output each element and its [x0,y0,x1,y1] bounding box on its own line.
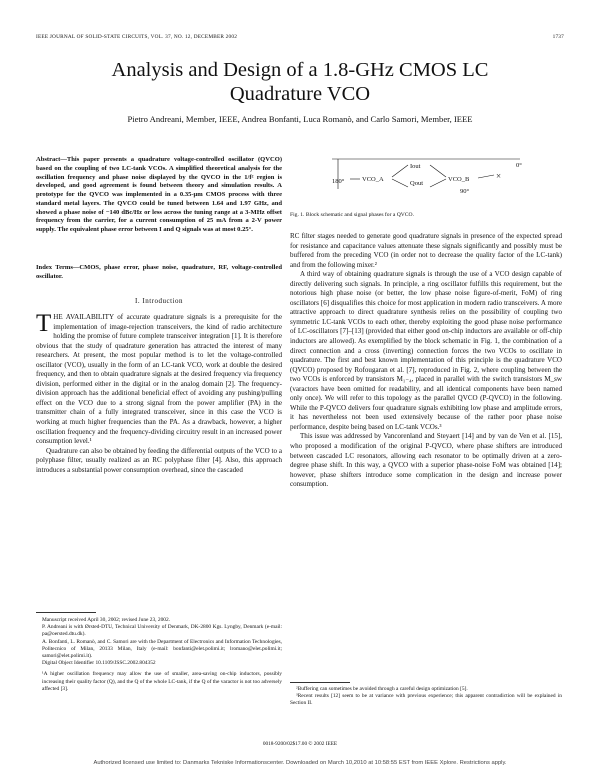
feedback-path [332,158,520,189]
wire-a-top [391,164,409,178]
issn-line: 0018-9200/02$17.00 © 2002 IEEE [262,741,338,747]
label-0deg: 0° [516,162,522,169]
right-footnotes: ²Buffering can sometimes be avoided thro… [290,686,562,708]
label-vco-b: VCO_B [448,176,470,183]
label-iout: Iout [410,163,421,170]
journal-header: IEEE JOURNAL OF SOLID-STATE CIRCUITS, VO… [36,34,238,40]
index-terms: Index Terms—CMOS, phase error, phase noi… [36,264,282,280]
right-paragraph-0: RC filter stages needed to generate good… [290,232,562,269]
footnote-3: ³Recent results [12] seem to be at varia… [290,693,562,707]
doi: Digital Object Identifier 10.1109/JSSC.2… [42,660,156,667]
manuscript-received: Manuscript received April 30, 2002; revi… [42,617,171,623]
author-list: Pietro Andreani, Member, IEEE, Andrea Bo… [127,114,473,124]
label-90deg: 90° [460,188,470,195]
drop-cap: T [36,310,52,337]
cross-symbol: × [496,171,501,181]
label-180: 180° [332,178,345,185]
section-heading: I. Introduction [135,297,183,305]
block-schematic-figure: 180° VCO_A Iout Qout VCO_B × 0° 90° [332,158,522,195]
wire-out-b [477,174,495,179]
footnote-rule [36,612,96,613]
wire-b-bottom [429,178,447,188]
label-qout: Qout [410,180,423,187]
right-paragraph-2: This issue was addressed by Vancorenland… [290,432,562,489]
figure-caption: Fig. 1. Block schematic and signal phase… [290,212,414,218]
left-footnotes: Manuscript received April 30, 2002; revi… [36,617,282,693]
running-header: IEEE JOURNAL OF SOLID-STATE CIRCUITS, VO… [36,34,564,40]
wire-a-bottom [391,178,409,188]
abstract: Abstract—This paper presents a quadratur… [36,156,282,233]
page-number: 1737 [552,34,564,40]
intro-paragraph-2: Quadrature can also be obtained by feedi… [36,446,282,474]
right-paragraph-1: A third way of obtaining quadrature sign… [290,270,562,431]
right-column-body: RC filter stages needed to generate good… [290,232,562,490]
right-footnote-rule [290,682,350,683]
footnote-2: ²Buffering can sometimes be avoided thro… [296,686,468,692]
label-vco-a: VCO_A [362,176,384,183]
footnote-1: ¹A higher oscillation frequency may allo… [42,671,282,692]
license-notice: Authorized licensed use limited to: Danm… [93,760,507,766]
paper-title: Analysis and Design of a 1.8-GHz CMOS LC… [111,59,489,105]
wire-b-top [429,164,447,178]
affiliation-andreani: P. Andreani is with Ørsted-DTU, Technica… [42,624,282,638]
affiliation-bonfanti: A. Bonfanti, L. Romanò, and C. Samori ar… [42,638,282,660]
